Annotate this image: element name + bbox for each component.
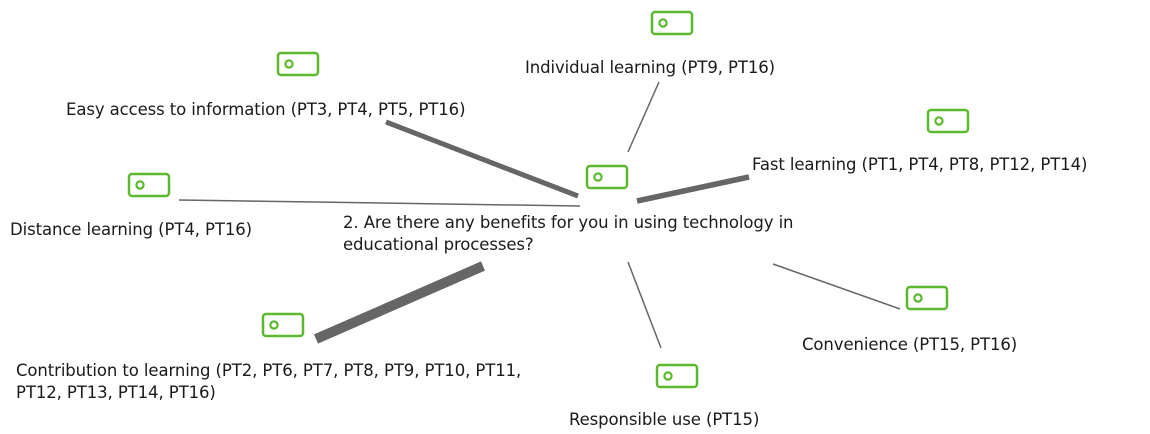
connector-convenience <box>772 263 901 310</box>
node-label-easy-access: Easy access to information (PT3, PT4, PT… <box>66 100 466 119</box>
code-icon[interactable] <box>127 172 171 198</box>
node-label-distance-learning: Distance learning (PT4, PT16) <box>10 220 252 239</box>
connector-easy-access <box>385 119 579 199</box>
code-icon[interactable] <box>655 363 699 389</box>
code-icon[interactable] <box>276 51 320 77</box>
connector-fast-learning <box>636 174 750 204</box>
node-label-individual-learning: Individual learning (PT9, PT16) <box>525 58 775 77</box>
connector-distance-learning <box>178 199 581 207</box>
connector-individual-learning <box>627 81 660 153</box>
node-label-fast-learning: Fast learning (PT1, PT4, PT8, PT12, PT14… <box>752 155 1088 174</box>
connectors <box>178 81 901 349</box>
code-icon[interactable] <box>650 10 694 36</box>
code-icon[interactable] <box>585 164 629 190</box>
code-icon[interactable] <box>926 108 970 134</box>
connector-responsible-use <box>627 261 662 349</box>
code-icon[interactable] <box>261 312 305 338</box>
node-label-convenience: Convenience (PT15, PT16) <box>802 335 1018 354</box>
node-label-contribution: Contribution to learning (PT2, PT6, PT7,… <box>16 361 522 402</box>
center-question: 2. Are there any benefits for you in usi… <box>343 213 794 254</box>
connector-contribution <box>313 261 486 344</box>
node-label-responsible-use: Responsible use (PT15) <box>569 410 760 429</box>
code-icon[interactable] <box>905 285 949 311</box>
